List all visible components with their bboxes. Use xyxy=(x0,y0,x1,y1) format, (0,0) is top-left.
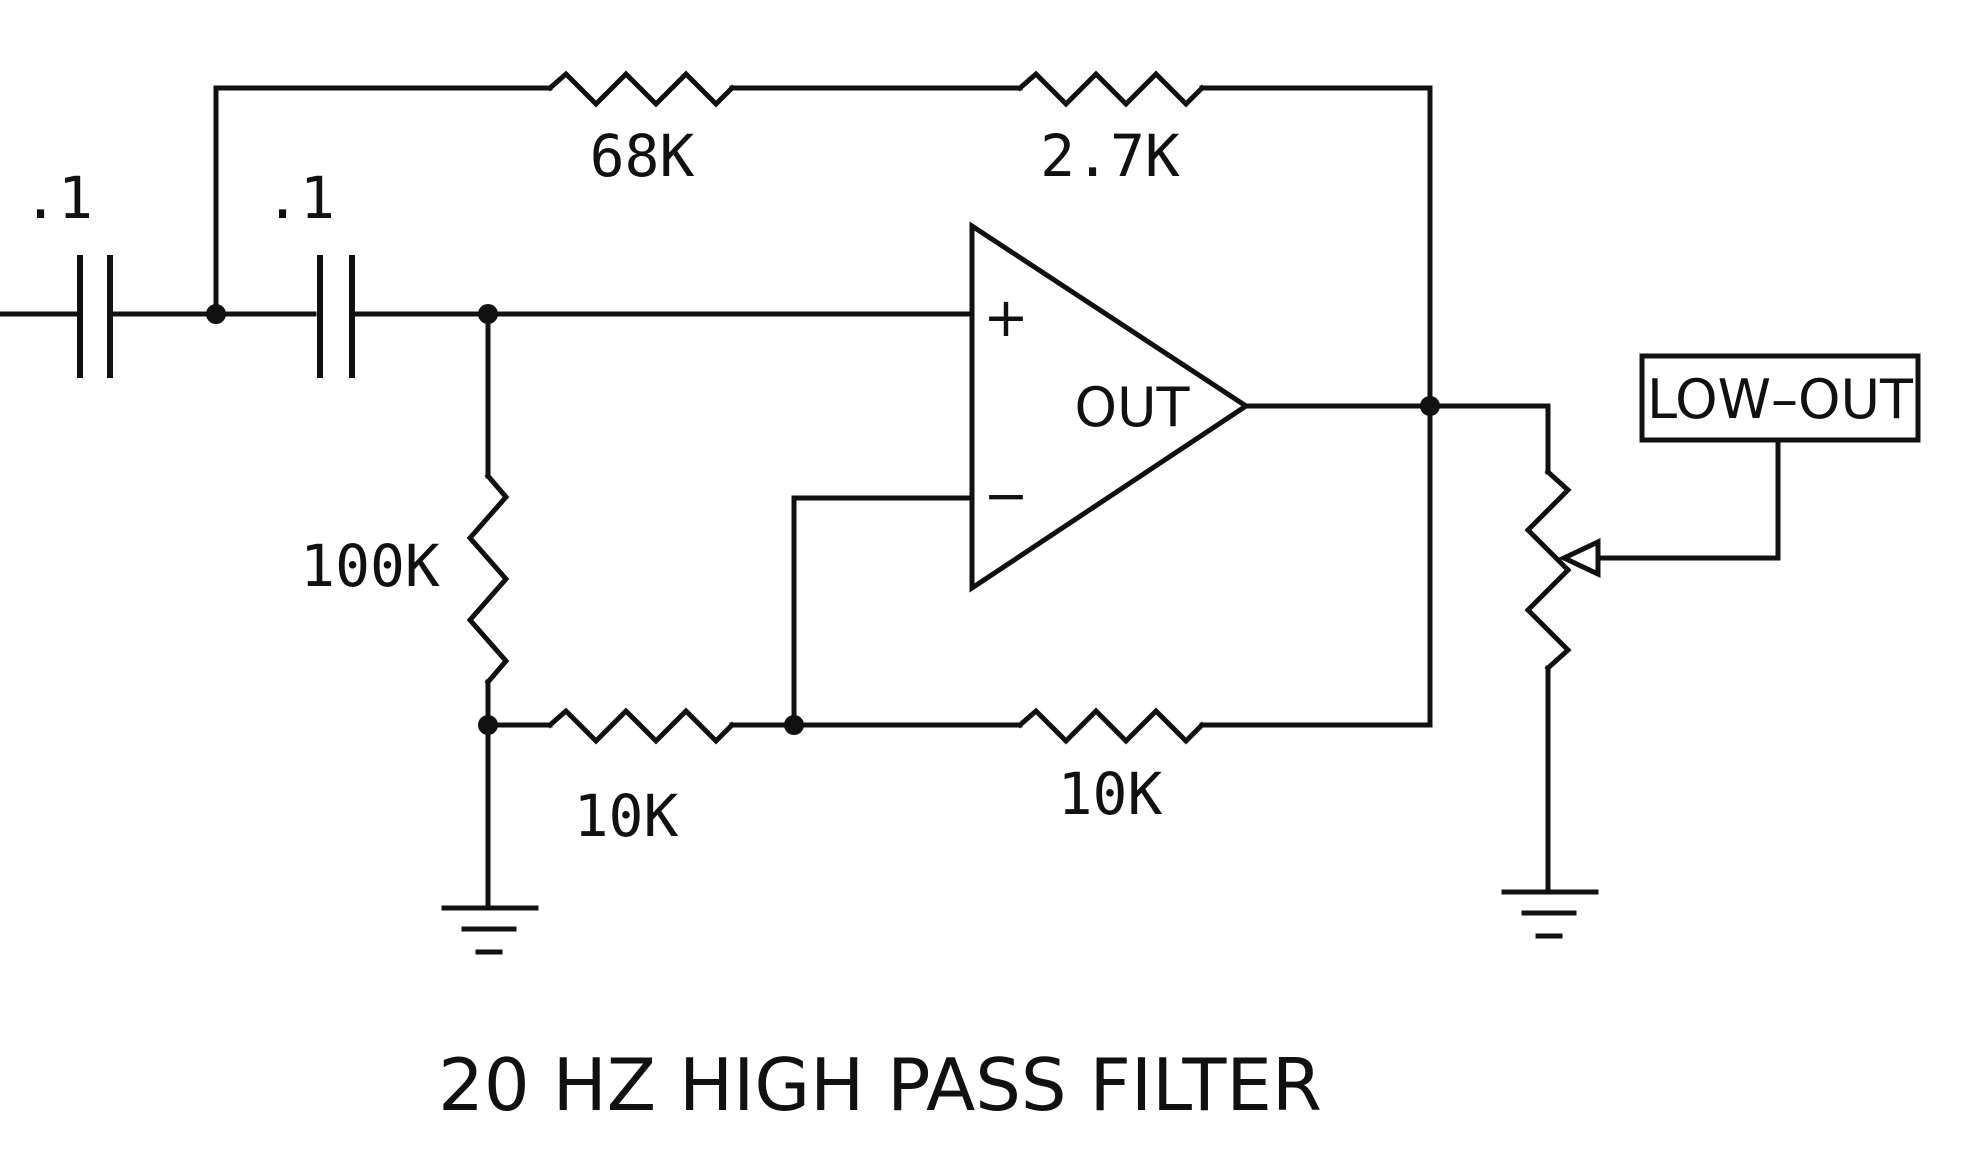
junction-dot xyxy=(478,304,498,324)
resistor-10k-ground xyxy=(546,707,736,745)
potentiometer xyxy=(1427,403,1781,895)
bias-branch xyxy=(466,311,510,911)
capacitor-c1 xyxy=(77,255,113,378)
label-10k-ground: 10K xyxy=(574,782,679,850)
resistor-10k-feedback xyxy=(1016,707,1206,745)
ground-symbol-left xyxy=(441,905,539,955)
label-c1: .1 xyxy=(23,164,93,232)
resistor-2-7k xyxy=(1016,70,1206,108)
gain-network xyxy=(485,403,1433,745)
op-amp xyxy=(969,221,1433,593)
diagram-title: 20 HZ HIGH PASS FILTER xyxy=(438,1043,1322,1127)
resistor-100k xyxy=(466,472,510,686)
minus-input-wire xyxy=(791,495,971,728)
junction-dot xyxy=(1420,396,1440,416)
low-out-box: LOW–OUT xyxy=(1639,353,1921,443)
top-feedback-path xyxy=(213,70,1433,409)
opamp-minus-label: − xyxy=(983,464,1028,527)
opamp-plus-label: + xyxy=(983,286,1028,349)
label-68k: 68K xyxy=(590,122,695,190)
low-out-label: LOW–OUT xyxy=(1647,368,1914,431)
opamp-out-label: OUT xyxy=(1074,376,1190,439)
junction-dot xyxy=(478,715,498,735)
label-2-7k: 2.7K xyxy=(1040,122,1180,190)
resistor-68k xyxy=(546,70,736,108)
capacitor-c2 xyxy=(317,255,355,378)
label-100k: 100K xyxy=(300,532,440,600)
junction-dot xyxy=(206,304,226,324)
label-10k-feedback: 10K xyxy=(1058,760,1163,828)
junction-dot xyxy=(784,715,804,735)
ground-symbol-right xyxy=(1501,889,1599,939)
label-c2: .1 xyxy=(265,164,335,232)
